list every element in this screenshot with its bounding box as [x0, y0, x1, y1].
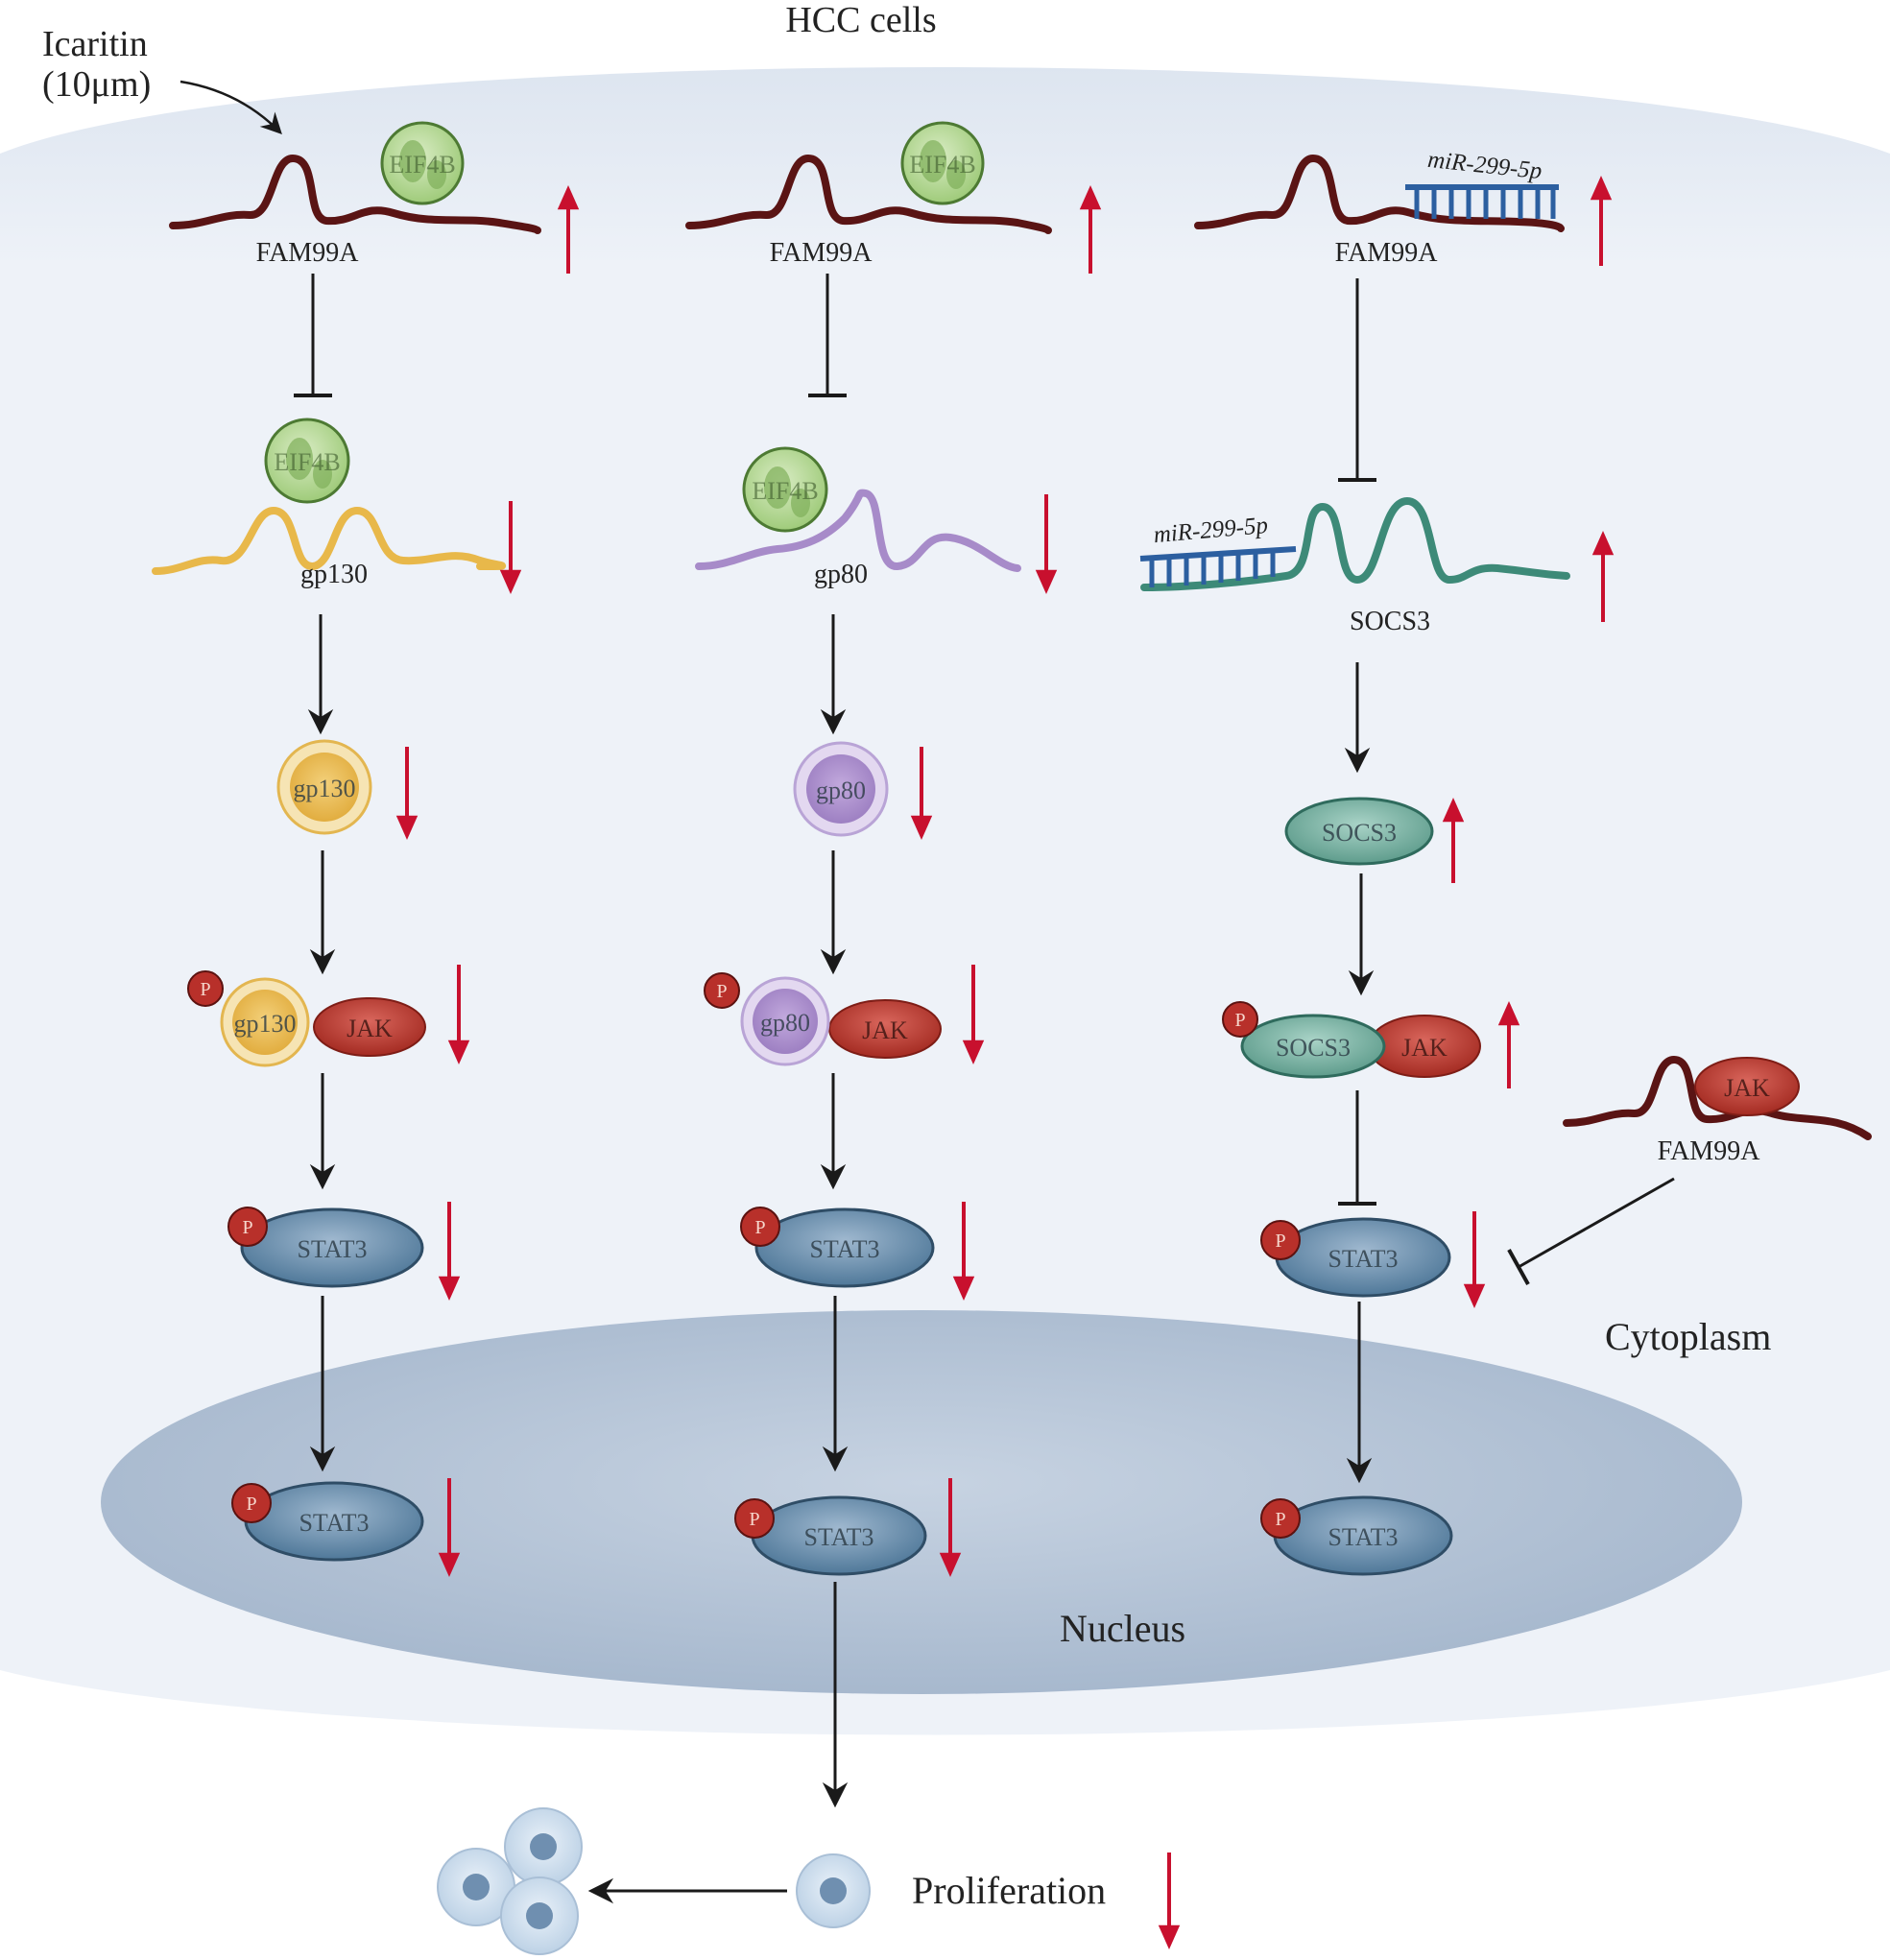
nuclear-stat3-protein: STAT3 P [1260, 1495, 1453, 1576]
gp130-jak-complex: JAK gp130 P [187, 970, 426, 1067]
svg-text:EIF4B: EIF4B [752, 477, 818, 505]
svg-text:gp130: gp130 [294, 775, 356, 802]
svg-text:STAT3: STAT3 [297, 1235, 367, 1263]
nuclear-stat3-protein: STAT3 P [734, 1495, 927, 1576]
phospho-group: P [227, 1207, 268, 1247]
gp130-mrna-strand [152, 506, 507, 575]
nucleus [101, 1310, 1742, 1694]
svg-text:P: P [754, 1217, 765, 1238]
fam99a-label: FAM99A [1658, 1136, 1761, 1166]
stat3-protein: STAT3 P [1260, 1217, 1451, 1298]
phospho-group: P [1222, 1001, 1258, 1038]
phospho-group: P [734, 1498, 775, 1539]
svg-text:SOCS3: SOCS3 [1276, 1034, 1351, 1062]
drug-dose: (10μm) [42, 64, 151, 105]
fam99a-rna-strand [169, 154, 541, 234]
phospho-group: P [740, 1207, 780, 1247]
fam99a-rna-strand [1563, 1055, 1872, 1140]
nuclear-stat3-protein: STAT3 P [231, 1481, 424, 1562]
socs3-jak-complex: JAK SOCS3 P [1222, 1001, 1481, 1079]
fam99a-label: FAM99A [256, 238, 360, 268]
fam99a-label: FAM99A [1335, 238, 1439, 268]
single-cell-icon [796, 1853, 871, 1928]
socs3-protein: SOCS3 [1284, 797, 1434, 866]
svg-text:SOCS3: SOCS3 [1322, 819, 1397, 847]
eif4b-protein: EIF4B [264, 418, 350, 504]
gp80-protein: gp80 [793, 741, 889, 837]
svg-text:STAT3: STAT3 [809, 1235, 879, 1263]
svg-text:STAT3: STAT3 [803, 1523, 873, 1551]
phospho-group: P [1260, 1498, 1301, 1539]
phospho-group: P [231, 1483, 272, 1523]
svg-text:P: P [1275, 1509, 1285, 1530]
svg-text:gp80: gp80 [760, 1009, 810, 1037]
socs3-mrna-label: SOCS3 [1350, 607, 1430, 636]
eif4b-protein: EIF4B [742, 446, 828, 533]
inhibition-line [1518, 1177, 1675, 1269]
svg-text:gp80: gp80 [816, 777, 866, 804]
drug-name: Icaritin [42, 24, 148, 64]
drug-entry-arrow [179, 80, 282, 134]
svg-text:gp130: gp130 [234, 1010, 297, 1038]
stat3-protein: STAT3 P [740, 1207, 935, 1288]
phospho-group: P [1260, 1220, 1301, 1260]
side-fam99a-jak: JAK FAM99A [1507, 1055, 1872, 1285]
svg-text:EIF4B: EIF4B [909, 151, 975, 179]
fam99a-label: FAM99A [770, 238, 873, 268]
cell-cluster-icon [437, 1807, 583, 1955]
gp80-mrna-strand [695, 489, 1021, 572]
fam99a-rna-strand [685, 154, 1052, 234]
svg-text:P: P [1275, 1231, 1285, 1252]
eif4b-protein: EIF4B [380, 121, 465, 205]
svg-text:JAK: JAK [862, 1016, 908, 1044]
proliferation-outcome: Proliferation [437, 1807, 1181, 1955]
pathway-socs3: miR-299-5p FAM99A miR-299-5p SOCS3 SOCS3 [1139, 147, 1615, 1576]
svg-text:P: P [716, 981, 727, 1002]
svg-text:P: P [242, 1217, 252, 1238]
eif4b-protein: EIF4B [900, 121, 985, 205]
phospho-group: P [187, 970, 224, 1007]
fam99a-rna-strand [1194, 154, 1565, 232]
gp80-jak-complex: JAK gp80 P [704, 972, 942, 1066]
pathway-gp130: EIF4B FAM99A EIF4B gp130 gp130 [152, 121, 580, 1577]
jak-protein: JAK [1694, 1057, 1800, 1116]
phospho-group: P [704, 972, 740, 1009]
svg-text:P: P [200, 979, 210, 1000]
gp80-mrna-label: gp80 [814, 560, 868, 589]
svg-text:JAK: JAK [1401, 1034, 1447, 1062]
stat3-protein: STAT3 P [227, 1207, 424, 1288]
svg-text:JAK: JAK [347, 1015, 393, 1042]
gp130-mrna-label: gp130 [300, 560, 368, 589]
svg-text:JAK: JAK [1724, 1074, 1770, 1102]
inhibition-bar [1507, 1249, 1530, 1285]
gp130-protein: gp130 [276, 739, 372, 835]
socs3-mrna-strand [1140, 496, 1570, 591]
proliferation-label: Proliferation [912, 1869, 1106, 1912]
figure-title: HCC cells [785, 0, 936, 40]
svg-text:P: P [749, 1509, 759, 1530]
svg-text:EIF4B: EIF4B [389, 151, 455, 179]
svg-text:STAT3: STAT3 [1328, 1523, 1398, 1551]
svg-text:P: P [1234, 1010, 1245, 1031]
nucleus-label: Nucleus [1060, 1607, 1185, 1650]
svg-text:STAT3: STAT3 [299, 1509, 369, 1537]
svg-text:STAT3: STAT3 [1328, 1245, 1398, 1273]
cell-cytoplasm [0, 67, 1890, 1735]
pathway-gp80: EIF4B FAM99A EIF4B gp80 gp80 JAK gp8 [685, 121, 1102, 1808]
svg-text:P: P [246, 1494, 256, 1515]
svg-text:EIF4B: EIF4B [274, 448, 340, 476]
cytoplasm-label: Cytoplasm [1605, 1315, 1771, 1358]
